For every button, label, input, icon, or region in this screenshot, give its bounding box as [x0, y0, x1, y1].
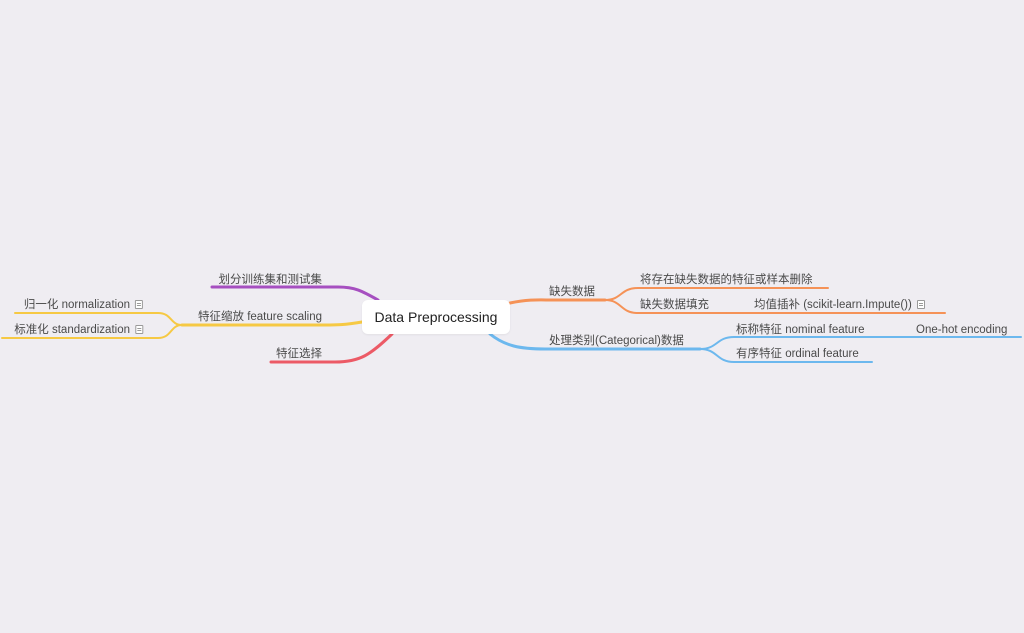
node-normalization[interactable]: 归一化 normalization [24, 298, 143, 312]
node-fill[interactable]: 缺失数据填充 [640, 298, 709, 312]
root-label: Data Preprocessing [374, 309, 498, 325]
node-split-label: 划分训练集和测试集 [218, 274, 323, 286]
node-missing-label: 缺失数据 [549, 286, 595, 298]
node-scaling[interactable]: 特征缩放 feature scaling [198, 310, 322, 324]
node-delete-label: 将存在缺失数据的特征或样本删除 [640, 274, 813, 286]
note-icon[interactable] [135, 325, 143, 334]
node-split[interactable]: 划分训练集和测试集 [219, 273, 323, 287]
connector-fill [604, 299, 728, 314]
node-nominal[interactable]: 标称特征 nominal feature [736, 323, 864, 337]
node-standardization[interactable]: 标准化 standardization [14, 323, 143, 337]
node-fill-label: 缺失数据填充 [640, 299, 709, 311]
node-mean-impute-label: 均值插补 (scikit-learn.Impute()) [754, 299, 912, 311]
node-normalization-label: 归一化 normalization [23, 299, 130, 311]
node-standardization-label: 标准化 standardization [14, 324, 130, 336]
node-ordinal-label: 有序特征 ordinal feature [736, 348, 859, 360]
node-delete[interactable]: 将存在缺失数据的特征或样本删除 [640, 273, 813, 287]
node-scaling-label: 特征缩放 feature scaling [198, 311, 322, 323]
node-selection-label: 特征选择 [276, 348, 322, 360]
node-missing[interactable]: 缺失数据 [549, 285, 595, 299]
node-categorical-label: 处理类别(Categorical)数据 [549, 335, 684, 347]
connector-selection [269, 332, 394, 364]
connector-missing [508, 298, 607, 305]
connector-ordinal [699, 348, 873, 363]
connector-categorical [488, 332, 702, 351]
connector-scaling [180, 320, 364, 327]
node-ordinal[interactable]: 有序特征 ordinal feature [736, 347, 859, 361]
note-icon[interactable] [916, 300, 925, 309]
note-icon[interactable] [135, 300, 143, 309]
node-nominal-label: 标称特征 nominal feature [736, 324, 865, 336]
node-mean-impute[interactable]: 均值插补 (scikit-learn.Impute()) [754, 298, 925, 312]
node-categorical[interactable]: 处理类别(Categorical)数据 [549, 334, 684, 348]
root-node[interactable]: Data Preprocessing [362, 300, 510, 334]
connector-split [210, 285, 380, 302]
node-onehot-label: One-hot encoding [916, 324, 1008, 336]
node-selection[interactable]: 特征选择 [276, 347, 322, 361]
connector-standardization [1, 324, 183, 339]
node-onehot[interactable]: One-hot encoding [916, 323, 1007, 337]
